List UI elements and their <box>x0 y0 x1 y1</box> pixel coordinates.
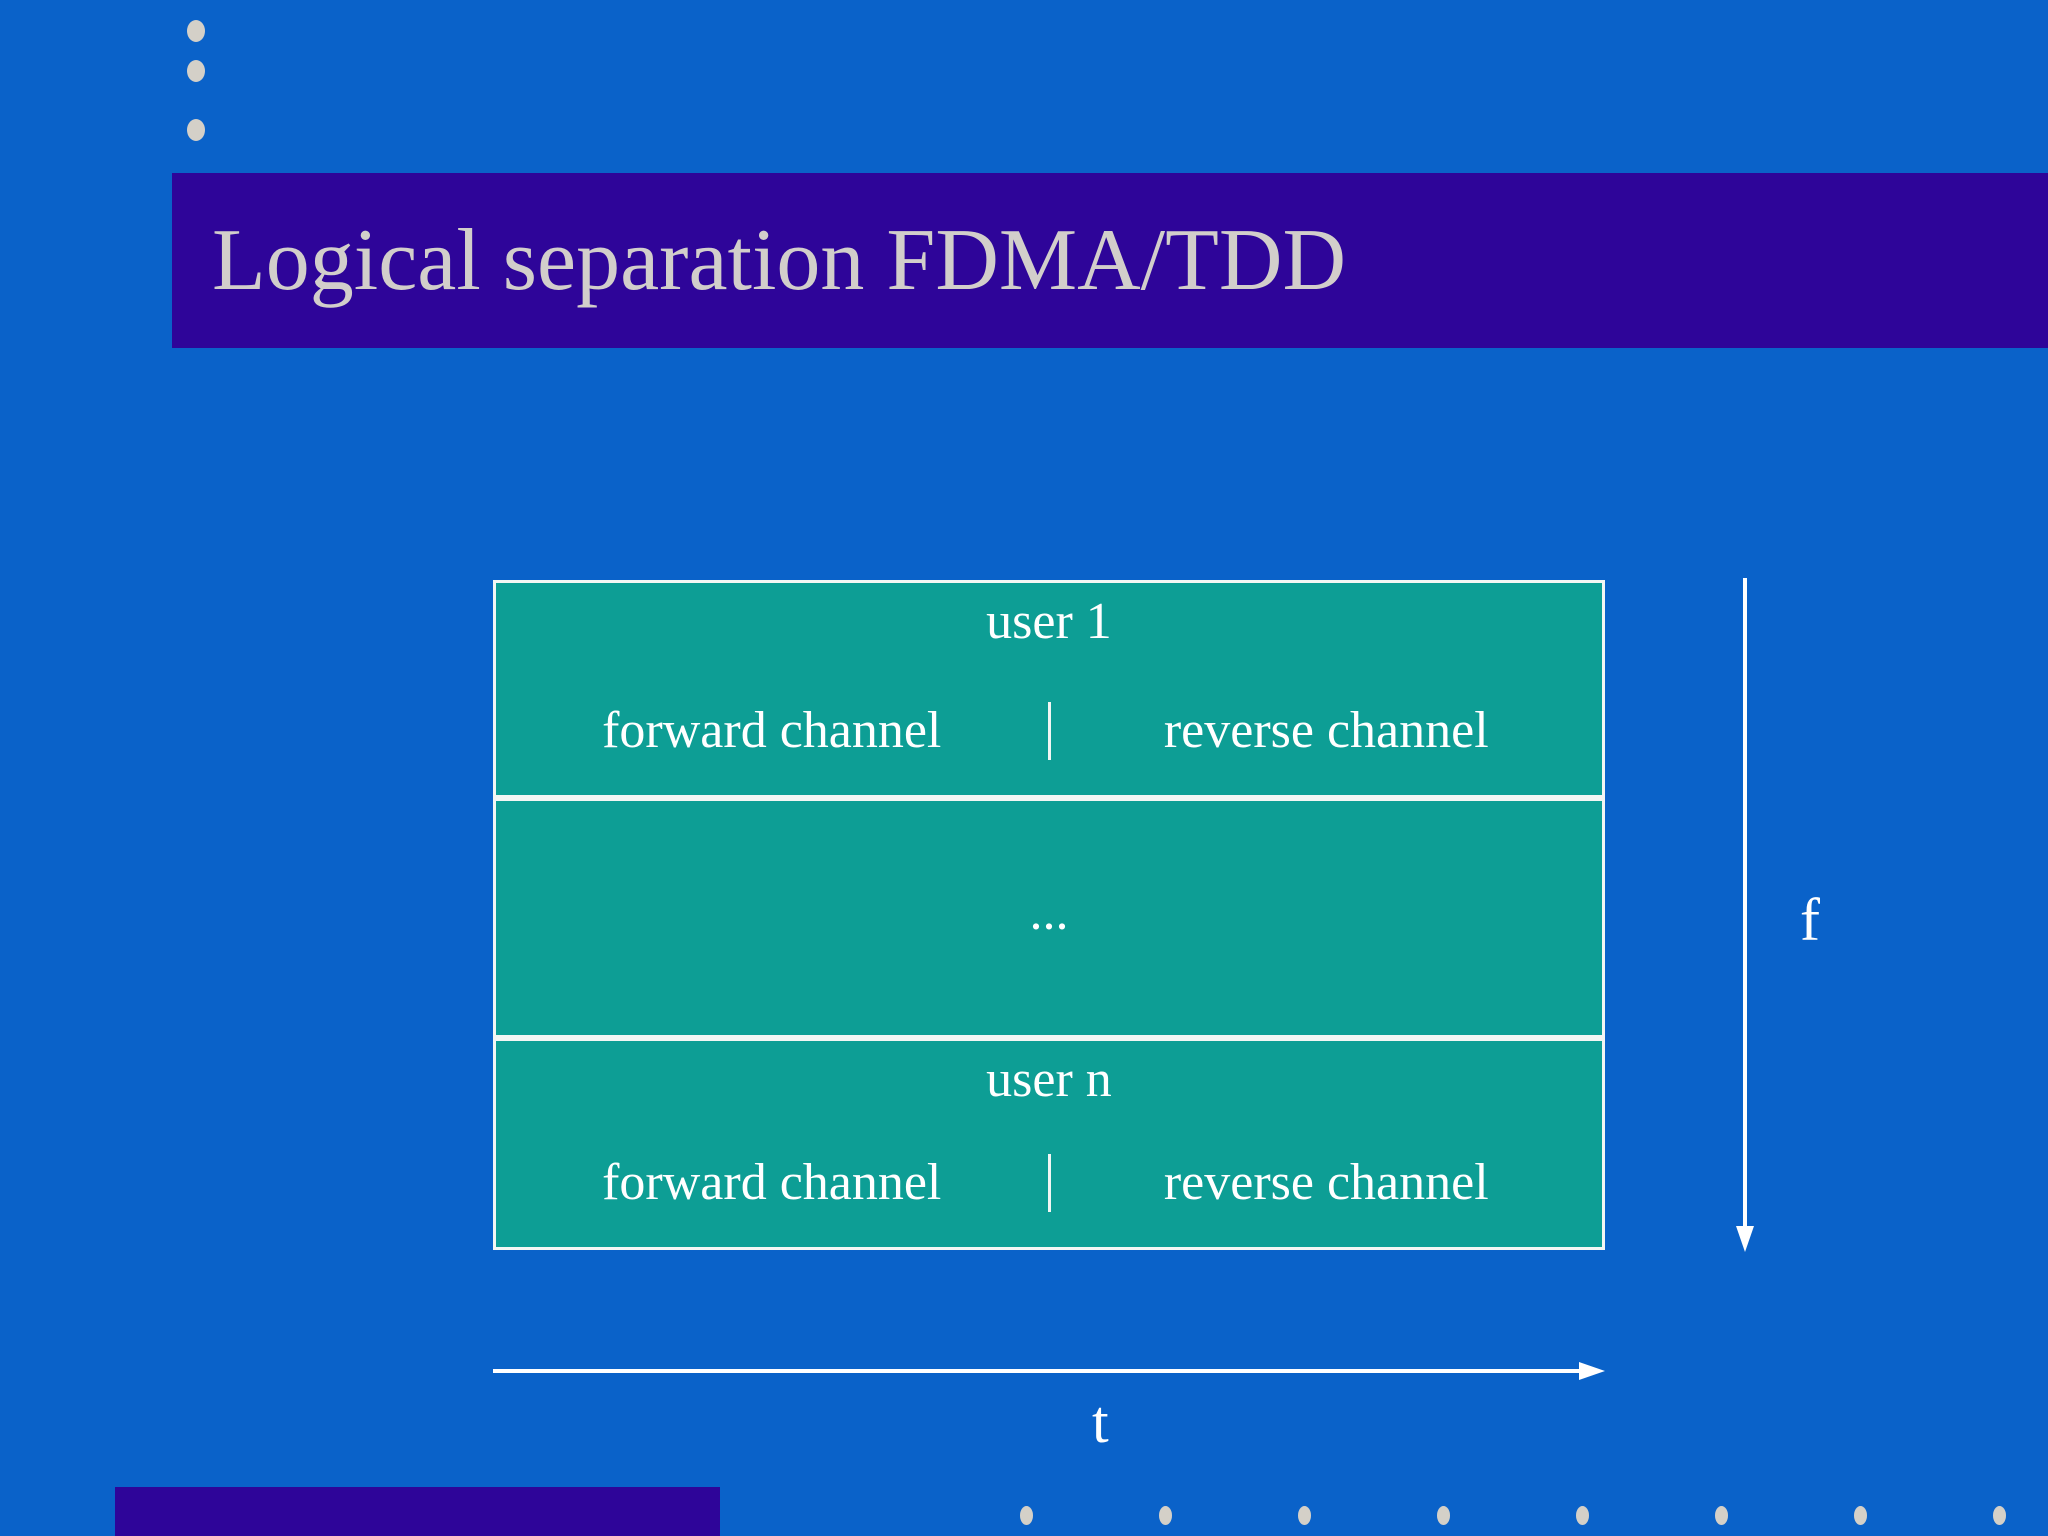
axis-shaft <box>493 1369 1585 1373</box>
arrow-head-down-icon <box>1736 1226 1754 1252</box>
decor-dot-icon <box>1715 1506 1728 1525</box>
decor-dot-icon <box>187 20 205 42</box>
band-channels: forward channel reverse channel <box>496 1127 1602 1239</box>
decor-dot-icon <box>1159 1506 1172 1525</box>
time-axis-label: t <box>1092 1389 1109 1455</box>
band-user-1: user 1 forward channel reverse channel <box>493 580 1605 798</box>
band-title: user n <box>986 1051 1112 1108</box>
title-bar: Logical separation FDMA/TDD <box>172 173 2048 348</box>
decor-dot-icon <box>1993 1506 2006 1525</box>
decor-dot-icon <box>1854 1506 1867 1525</box>
footer-bar <box>115 1487 720 1536</box>
arrow-head-right-icon <box>1579 1362 1605 1380</box>
time-axis-arrow-icon <box>493 1358 1613 1388</box>
decor-dot-icon <box>1576 1506 1589 1525</box>
slide-title: Logical separation FDMA/TDD <box>212 211 1346 309</box>
fdma-tdd-diagram: user 1 forward channel reverse channel .… <box>493 580 1605 1250</box>
reverse-channel-cell: reverse channel <box>1163 702 1489 760</box>
band-channels: forward channel reverse channel <box>496 675 1602 787</box>
frequency-axis-label: f <box>1800 887 1820 953</box>
decor-dot-icon <box>1437 1506 1450 1525</box>
band-title: user 1 <box>986 593 1112 650</box>
decor-dot-icon <box>187 119 205 141</box>
decor-dot-icon <box>1020 1506 1033 1525</box>
band-ellipsis: ... <box>493 798 1605 1038</box>
decor-dot-icon <box>187 60 205 82</box>
forward-channel-cell: forward channel <box>496 702 1051 760</box>
ellipsis-label: ... <box>1029 883 1069 941</box>
axis-shaft <box>1743 578 1747 1233</box>
frequency-axis-arrow-icon <box>1732 578 1762 1258</box>
forward-channel-cell: forward channel <box>496 1154 1051 1212</box>
reverse-channel-cell: reverse channel <box>1163 1154 1489 1212</box>
decor-dot-icon <box>1298 1506 1311 1525</box>
band-user-n: user n forward channel reverse channel <box>493 1038 1605 1250</box>
